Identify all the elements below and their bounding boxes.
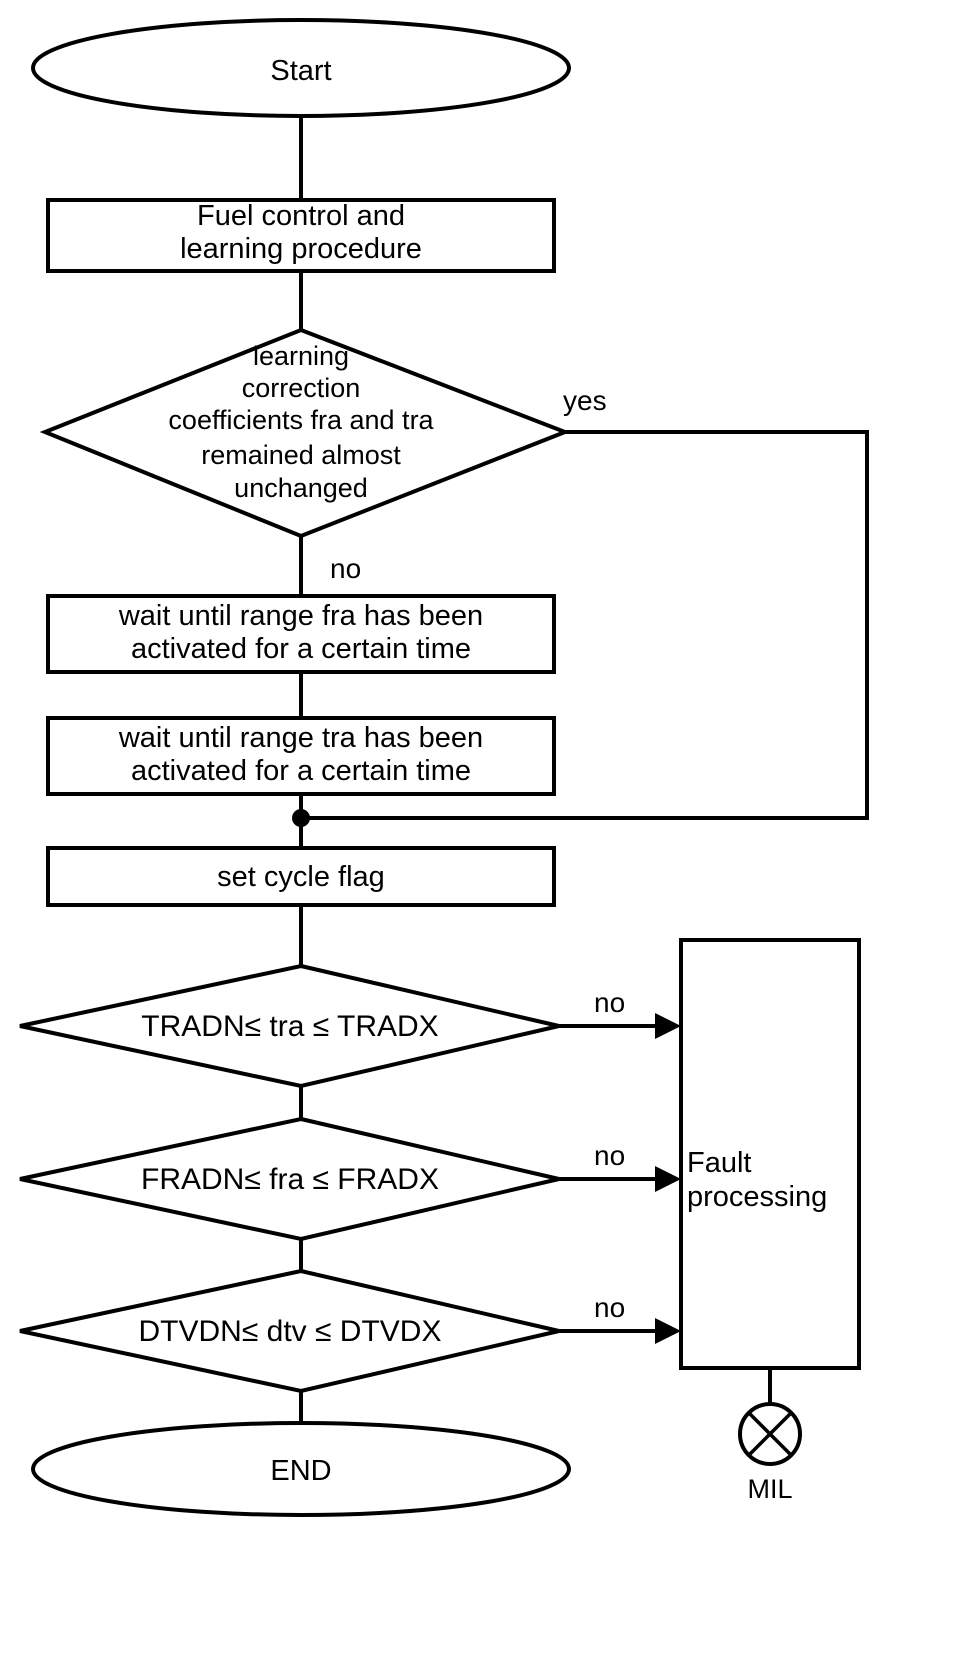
end-ellipse-shape xyxy=(31,1421,571,1517)
mil-label: MIL xyxy=(747,1474,792,1504)
node-wait-tra[interactable]: wait until range tra has been activated … xyxy=(46,716,556,796)
node-check-fra[interactable]: FRADN≤ fra ≤ FRADX xyxy=(19,1116,560,1242)
junction-dot-merge xyxy=(292,809,310,827)
edge-label-learning-no: no xyxy=(330,553,361,584)
wait-fra-label-line1: wait until range fra has been xyxy=(118,600,483,632)
wait-tra-label-line2: activated for a certain time xyxy=(131,755,471,787)
learning-decision-line1: learning xyxy=(253,341,349,371)
node-set-cycle-flag[interactable]: set cycle flag xyxy=(46,846,556,907)
wait-fra-label-line2: activated for a certain time xyxy=(131,633,471,665)
connector-learning-yes-branch xyxy=(306,430,869,820)
start-label: Start xyxy=(270,55,331,87)
check-tra-label: TRADN≤ tra ≤ TRADX xyxy=(141,1010,438,1043)
edge-label-learning-yes: yes xyxy=(563,385,607,416)
check-fra-label: FRADN≤ fra ≤ FRADX xyxy=(141,1163,439,1196)
fault-processing-label-line2: processing xyxy=(687,1181,827,1213)
node-fault-processing[interactable]: Fault processing xyxy=(679,938,861,1370)
edge-label-dtv-no: no xyxy=(594,1292,625,1323)
arrowhead-check-fra-no xyxy=(655,1166,681,1192)
end-label: END xyxy=(270,1455,331,1487)
learning-decision-line5: unchanged xyxy=(234,473,368,503)
mil-lamp-cross-stroke-2 xyxy=(747,1411,793,1457)
node-end[interactable]: END xyxy=(31,1421,571,1517)
set-cycle-flag-box-shape xyxy=(46,846,556,907)
arrowhead-check-dtv-no xyxy=(655,1318,681,1344)
fuel-control-box-shape xyxy=(46,198,556,273)
edge-label-fra-no: no xyxy=(594,1140,625,1171)
node-start[interactable]: Start xyxy=(31,18,571,118)
fuel-control-label-line2: learning procedure xyxy=(180,233,422,265)
set-cycle-flag-label: set cycle flag xyxy=(217,861,385,893)
wait-tra-label-line1: wait until range tra has been xyxy=(118,722,483,754)
fuel-control-label-line1: Fuel control and xyxy=(197,200,405,232)
node-wait-fra[interactable]: wait until range fra has been activated … xyxy=(46,594,556,674)
fault-processing-label-line1: Fault xyxy=(687,1147,751,1179)
check-dtv-label: DTVDN≤ dtv ≤ DTVDX xyxy=(139,1315,442,1348)
node-check-tra[interactable]: TRADN≤ tra ≤ TRADX xyxy=(19,963,560,1089)
node-mil[interactable]: MIL xyxy=(738,1402,802,1504)
arrowhead-check-tra-no xyxy=(655,1013,681,1039)
learning-decision-line3: coefficients fra and tra xyxy=(168,405,434,435)
node-learning-decision[interactable]: learning correction coefficients fra and… xyxy=(39,327,571,539)
node-check-dtv[interactable]: DTVDN≤ dtv ≤ DTVDX xyxy=(19,1268,560,1394)
node-fuel-control[interactable]: Fuel control and learning procedure xyxy=(46,198,556,273)
learning-decision-line2: correction xyxy=(242,373,361,403)
edge-label-tra-no: no xyxy=(594,987,625,1018)
learning-decision-line4: remained almost xyxy=(201,440,401,470)
